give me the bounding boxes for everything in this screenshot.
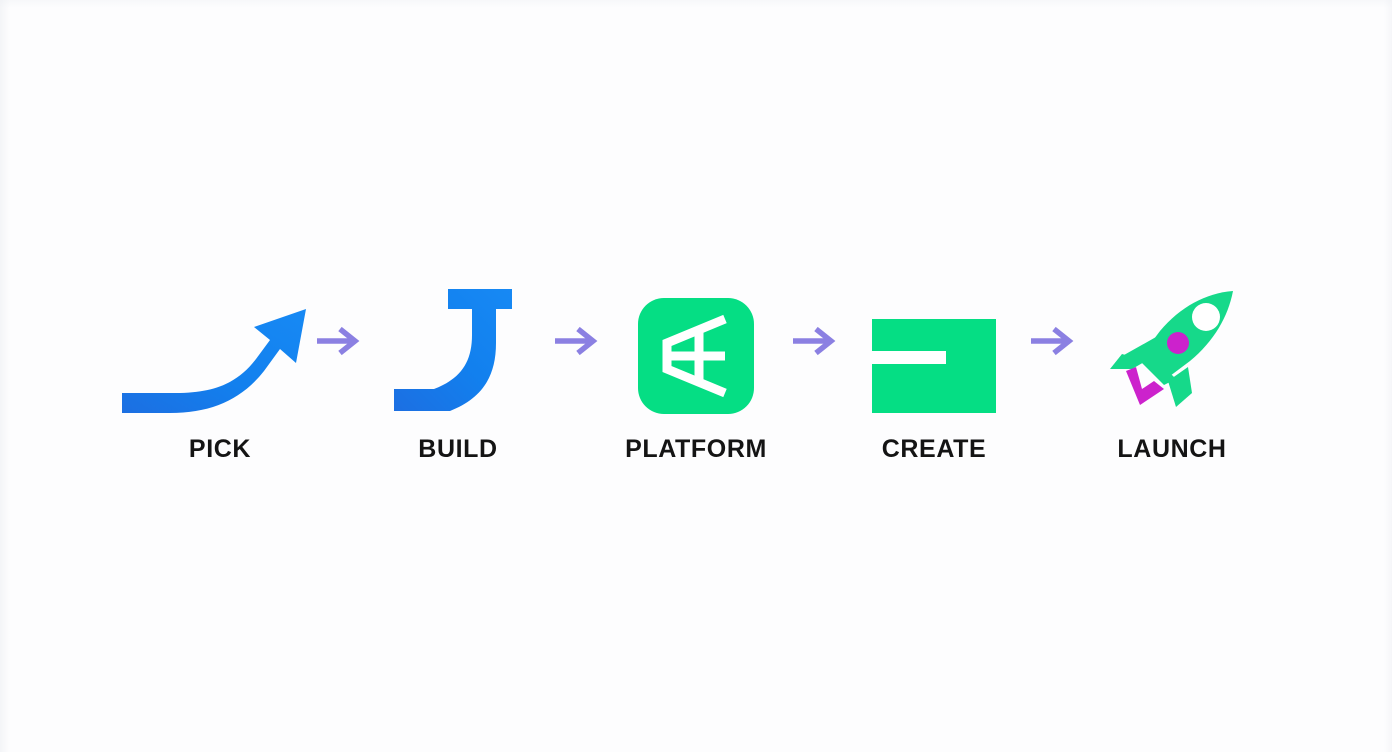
arrow-right-icon — [317, 326, 360, 356]
arrow-right-icon — [1031, 326, 1074, 356]
step-label-pick: PICK — [188, 435, 252, 463]
curved-growth-arrow-icon — [122, 309, 306, 413]
flow-step-build[interactable]: BUILD — [374, 283, 542, 464]
flow-step-launch[interactable]: LAUNCH — [1088, 283, 1256, 464]
connector-pick-build — [304, 283, 374, 415]
flow-step-platform[interactable]: PLATFORM — [612, 283, 780, 464]
arrow-right-icon — [555, 326, 598, 356]
pick-icon-wrapper — [122, 283, 306, 415]
process-flow: PICK — [0, 283, 1392, 464]
platform-stage-tile-icon — [638, 298, 754, 414]
launch-icon-wrapper — [1102, 283, 1242, 415]
create-icon-wrapper — [864, 283, 1004, 415]
platform-icon-wrapper — [626, 283, 766, 415]
step-label-launch: LAUNCH — [1117, 435, 1227, 463]
step-label-platform: PLATFORM — [625, 435, 767, 463]
flow-step-pick[interactable]: PICK — [122, 283, 306, 464]
rocket-icon — [1110, 291, 1233, 407]
green-card-icon — [870, 319, 996, 413]
build-icon-wrapper — [388, 283, 528, 415]
arrow-right-icon — [793, 326, 836, 356]
step-label-create: CREATE — [881, 435, 987, 463]
j-swoosh-icon — [394, 289, 512, 411]
connector-build-platform — [542, 283, 612, 415]
flow-step-create[interactable]: CREATE — [850, 283, 1018, 464]
connector-create-launch — [1018, 283, 1088, 415]
step-label-build: BUILD — [418, 435, 498, 463]
connector-platform-create — [780, 283, 850, 415]
